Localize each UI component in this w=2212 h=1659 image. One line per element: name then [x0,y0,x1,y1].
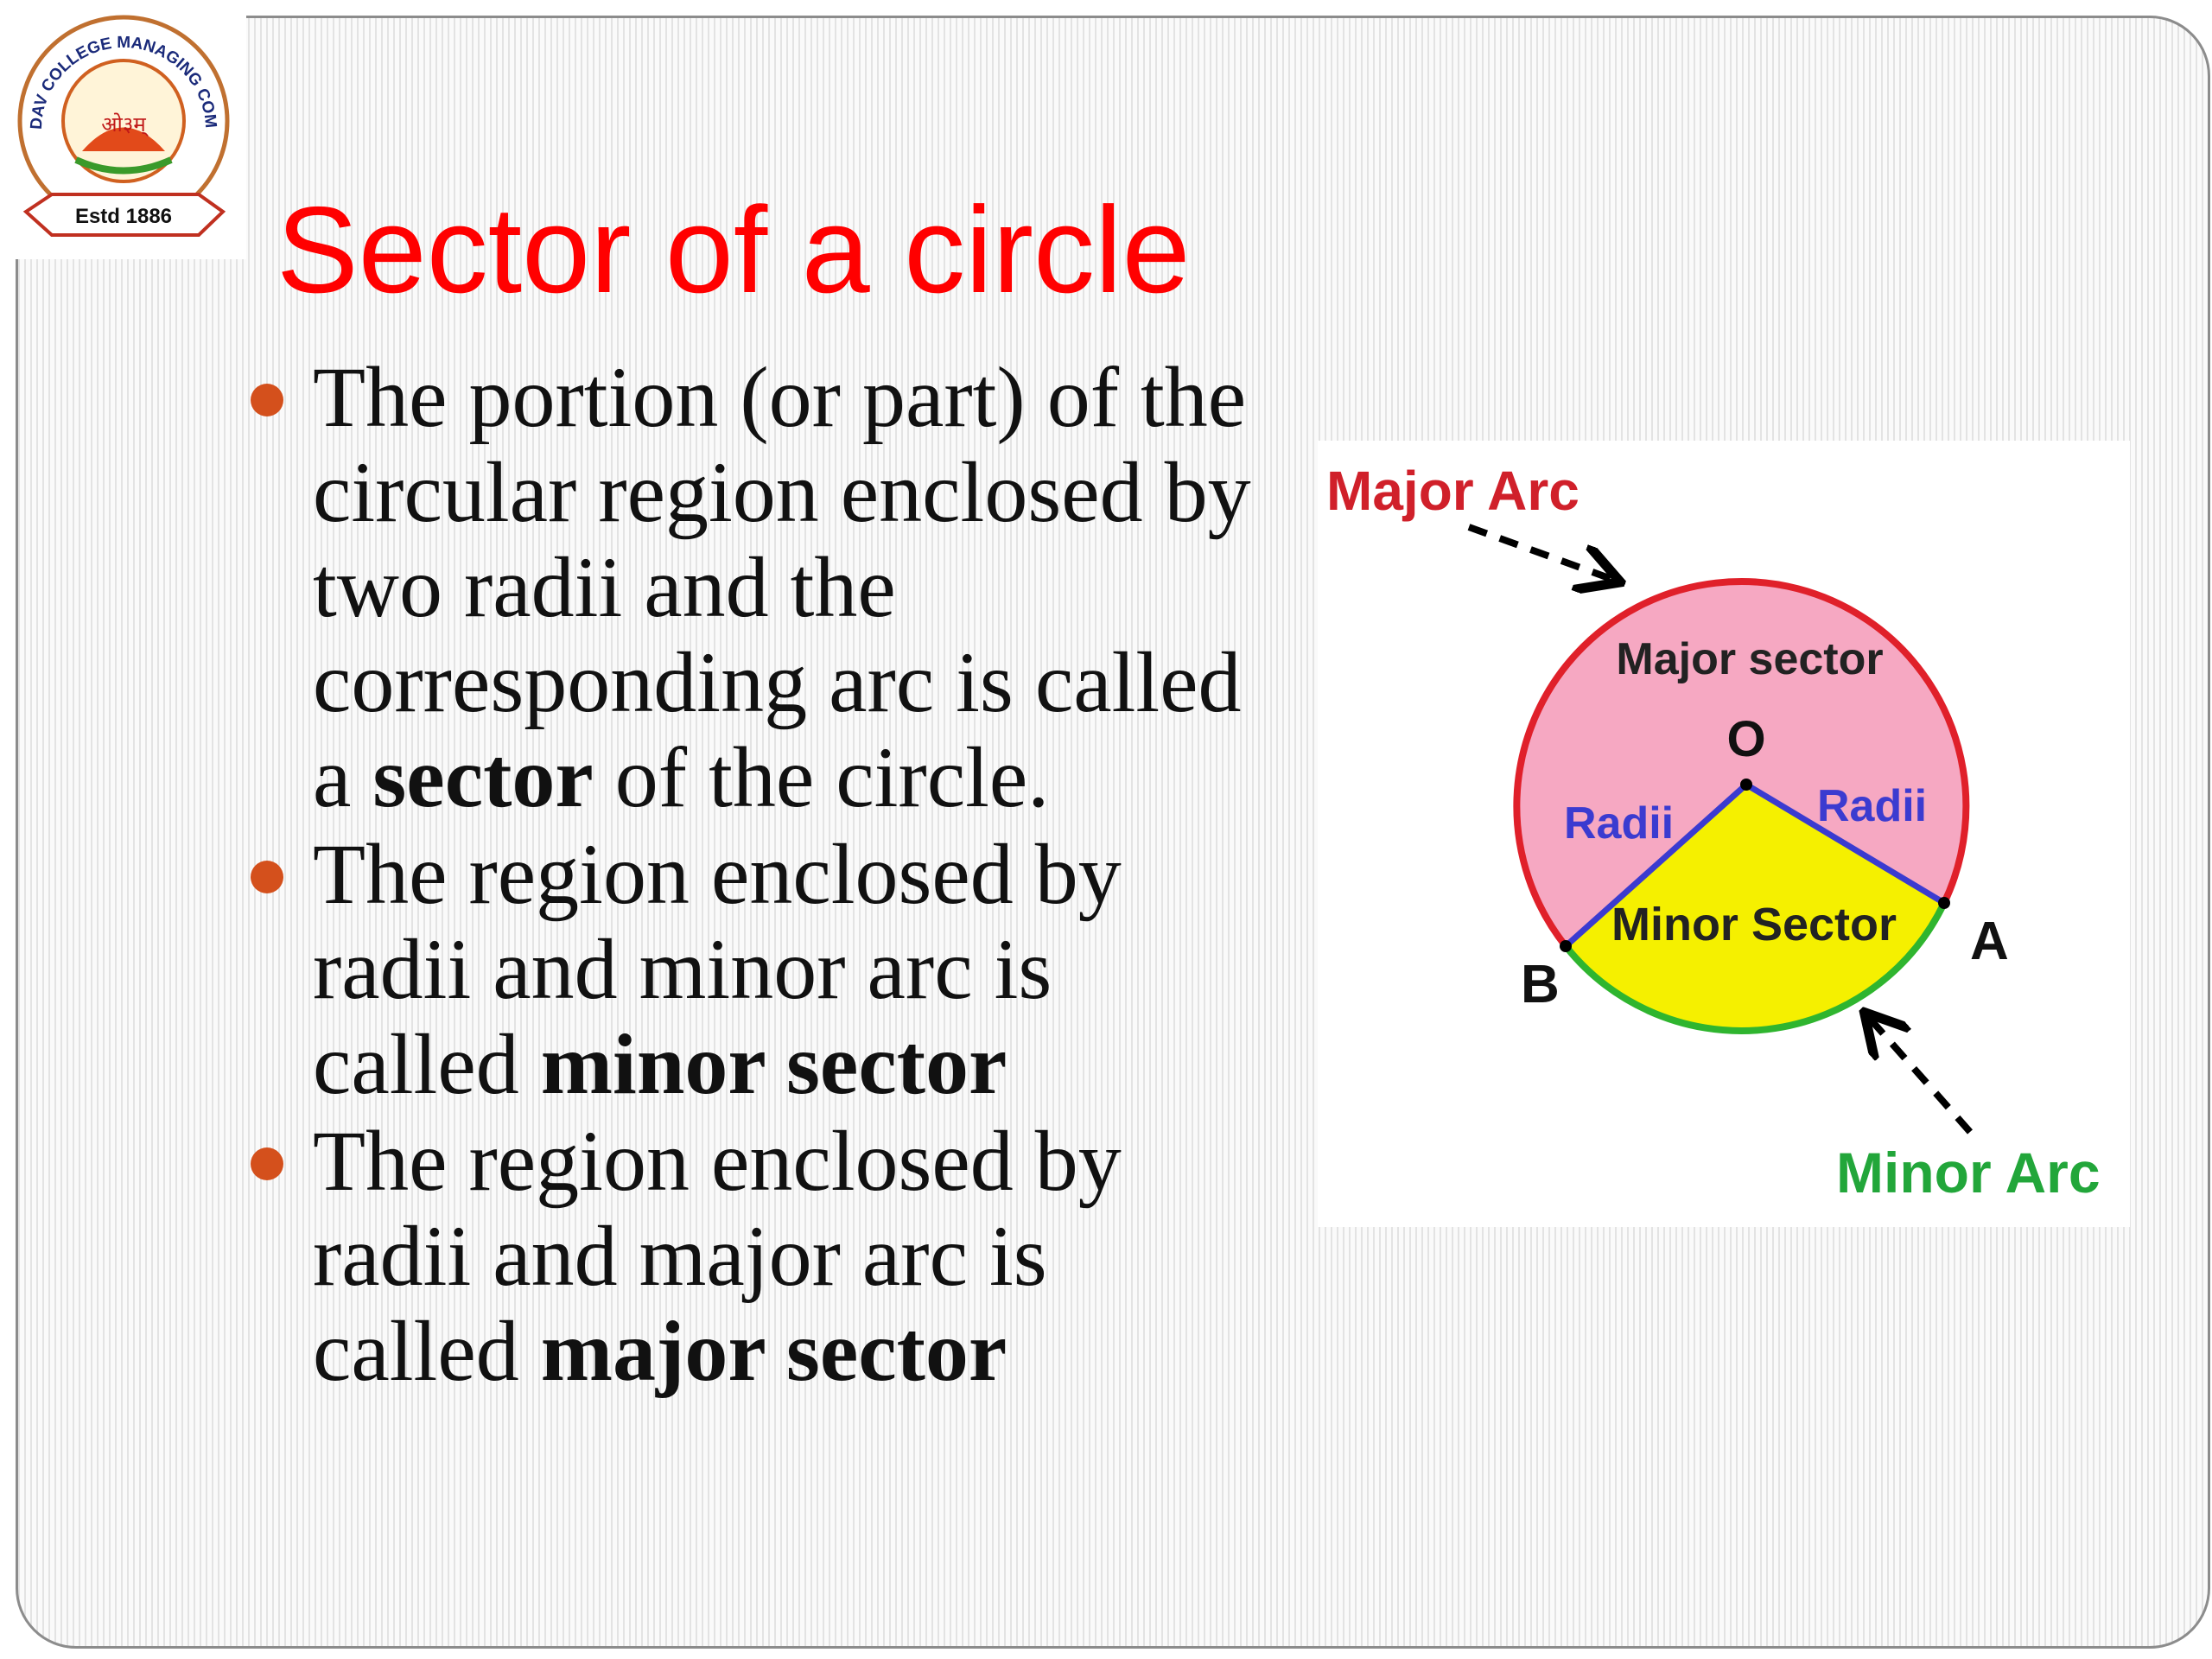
bullet-emphasis: sector [372,729,594,825]
bullet-list: The portion (or part) of the circular re… [251,350,1270,1401]
bullet-text-tail: of the circle. [593,729,1050,825]
minor-arc-label: Minor Arc [1836,1141,2101,1205]
bullet-text: The region enclosed by radii and minor a… [313,826,1122,1112]
bullet-text: The portion (or part) of the circular re… [313,349,1251,825]
bullet-marker-icon [251,384,283,416]
major-sector-region [1516,581,1967,946]
major-arc-line [1513,578,1970,949]
bullet-marker-icon [251,861,283,893]
sector-diagram: Major Arc Major sector O Radii Radii Min… [1318,441,2130,1227]
point-a [1938,897,1950,909]
radius-oa-line [1745,781,1946,906]
center-label: O [1726,711,1765,767]
sun-icon [82,127,165,151]
bullet-emphasis: major sector [540,1303,1007,1399]
minor-sector-region [1566,785,1944,1031]
point-b-label: B [1521,955,1560,1014]
slide-title: Sector of a circle [276,181,1191,319]
radii-right-label: Radii [1817,781,1927,831]
emblem-established: Estd 1886 [75,205,172,228]
point-a-label: A [1970,912,2009,971]
radius-ob-line [1563,782,1749,949]
radii-left-label: Radii [1564,798,1674,849]
emblem-center-text: ओ३म् [101,112,149,137]
major-arc-arrow-icon [1467,524,1611,579]
bullet-marker-icon [251,1147,283,1180]
bullet-item-major-sector: The region enclosed by radii and major a… [251,1114,1270,1399]
major-sector-label: Major sector [1616,634,1883,684]
dav-emblem: DAV COLLEGE MANAGING COMMITTEE ओ३म् Estd… [0,0,230,237]
dav-logo: DAV COLLEGE MANAGING COMMITTEE ओ३म् Estd… [0,0,246,259]
minor-sector-label: Minor Sector [1611,899,1897,950]
bullet-text: The region enclosed by radii and major a… [313,1113,1122,1399]
minor-arc-arrow-icon [1871,1020,1973,1135]
bullet-emphasis: minor sector [540,1016,1007,1112]
center-point [1740,779,1752,791]
bullet-item-sector-definition: The portion (or part) of the circular re… [251,350,1270,825]
major-arc-label: Major Arc [1326,460,1580,522]
emblem-ribbon [22,193,226,237]
sector-diagram-svg: Major Arc Major sector O Radii Radii Min… [1326,460,2101,1205]
leaves-icon [74,156,173,175]
minor-arc-line [1562,901,1948,1034]
point-b [1560,940,1572,952]
bullet-item-minor-sector: The region enclosed by radii and minor a… [251,827,1270,1112]
